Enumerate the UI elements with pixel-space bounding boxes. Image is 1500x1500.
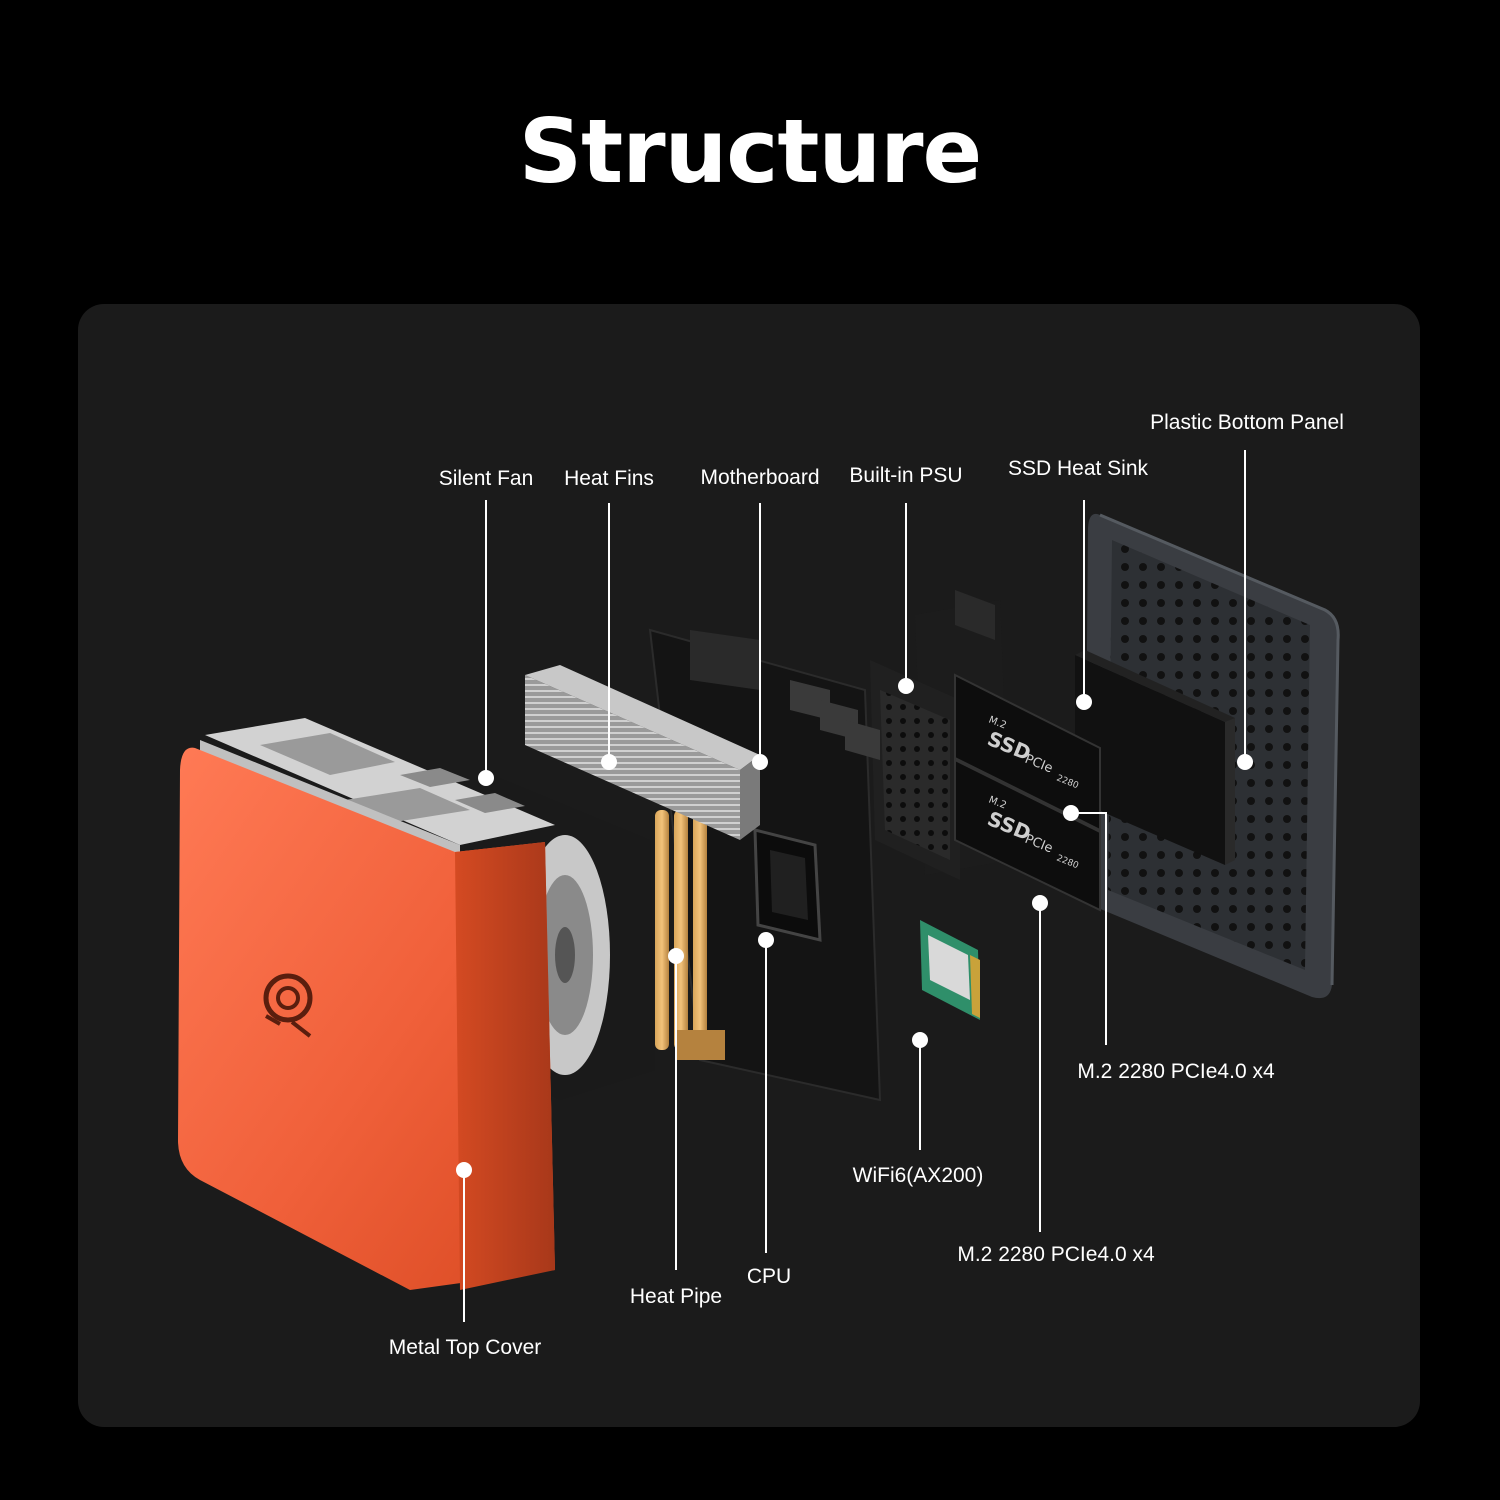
label-plastic-bottom-panel: Plastic Bottom Panel [1150, 411, 1344, 434]
callout-dot-psu [898, 678, 914, 694]
wifi-card [920, 920, 980, 1020]
callout-dot-wifi [912, 1032, 928, 1048]
label-metal-top-cover: Metal Top Cover [388, 1336, 542, 1359]
brand-logo-icon [263, 973, 313, 1038]
callout-dot-m2-lower [1032, 895, 1048, 911]
callout-dot-heat-pipe [668, 948, 684, 964]
label-m2-slot-upper: M.2 2280 PCIe4.0 x4 [1077, 1060, 1275, 1083]
callout-lines [463, 450, 1246, 1322]
label-heat-fins: Heat Fins [564, 467, 654, 490]
callout-dots [456, 678, 1253, 1178]
page-title: Structure [518, 100, 982, 203]
label-ssd-heat-sink: SSD Heat Sink [1007, 457, 1149, 480]
label-cpu: CPU [746, 1265, 792, 1288]
label-heat-pipe: Heat Pipe [629, 1285, 723, 1308]
callout-dot-heat-fins [601, 754, 617, 770]
callout-dot-m2-upper [1063, 805, 1079, 821]
label-wifi: WiFi6(AX200) [852, 1164, 984, 1187]
label-motherboard: Motherboard [700, 466, 820, 489]
callout-dot-silent-fan [478, 770, 494, 786]
callout-dot-cpu [758, 932, 774, 948]
ssd-heat-sink [1075, 650, 1235, 865]
label-built-in-psu: Built-in PSU [849, 464, 963, 487]
callout-dot-top-cover [456, 1162, 472, 1178]
heat-pipes [655, 810, 725, 1060]
metal-top-cover [178, 718, 555, 1290]
ssd-cards: M.2 SSD PCIe 2280 M.2 SSD PCIe 2280 [954, 673, 1101, 912]
callout-dot-motherboard [752, 754, 768, 770]
label-silent-fan: Silent Fan [438, 467, 534, 490]
callout-dot-bottom-panel [1237, 754, 1253, 770]
label-m2-slot-lower: M.2 2280 PCIe4.0 x4 [957, 1243, 1155, 1266]
heat-fins [525, 665, 760, 840]
callout-dot-ssd-heat-sink [1076, 694, 1092, 710]
